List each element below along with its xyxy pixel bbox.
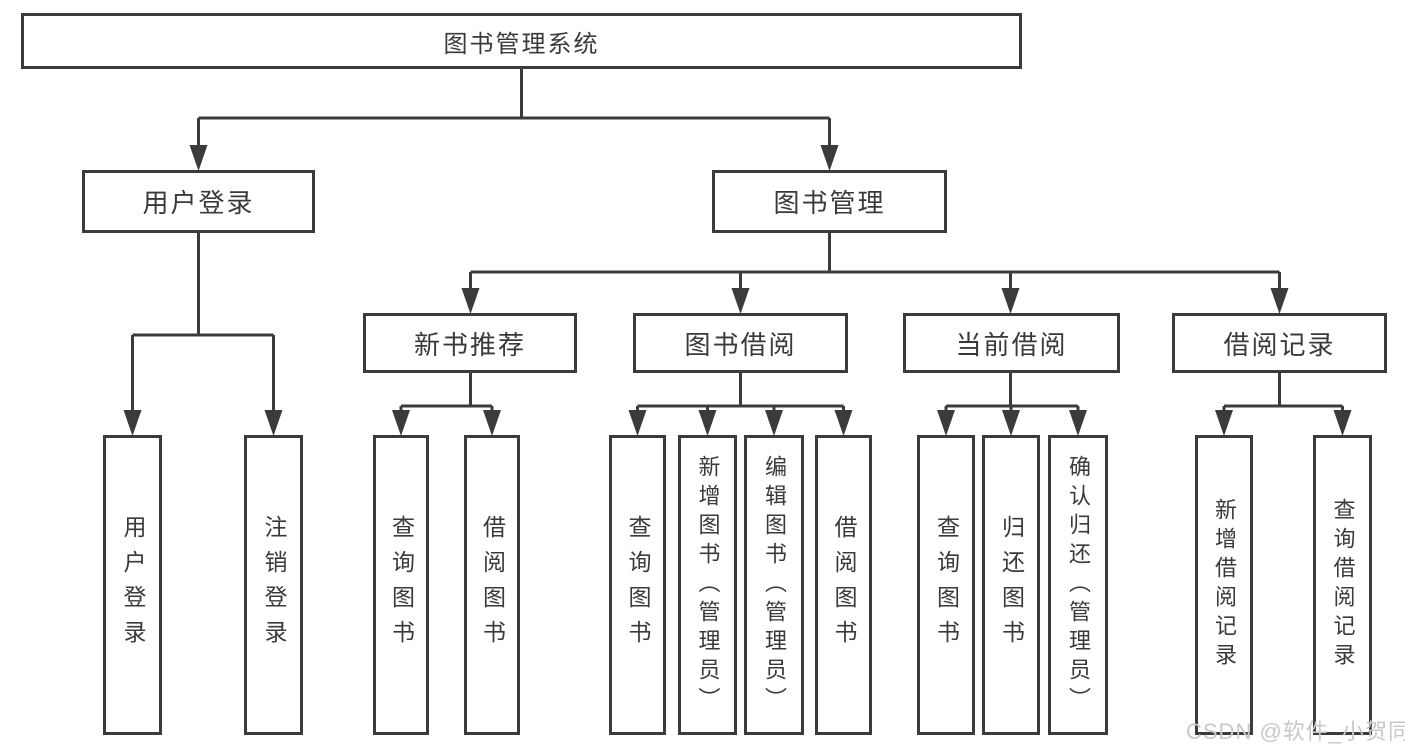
csdn-watermark: CSDN @软件_小贺同学 [1186,719,1405,744]
leaf-query-books-recommend: 查询图书 [373,435,429,735]
node-borrowing-records: 借阅记录 [1172,313,1387,373]
leaf-query-borrow-record: 查询借阅记录 [1313,435,1372,735]
leaf-borrow-books-recommend: 借阅图书 [464,435,520,735]
leaf-borrow-books-borrowing: 借阅图书 [815,435,872,735]
node-current-borrowing: 当前借阅 [903,313,1120,373]
node-book-management: 图书管理 [712,170,947,233]
leaf-confirm-return-admin: 确认归还（管理员） [1048,435,1108,735]
leaf-edit-books-admin: 编辑图书（管理员） [744,435,804,735]
leaf-add-books-admin: 新增图书（管理员） [678,435,737,735]
node-new-book-recommendation: 新书推荐 [363,313,577,373]
node-book-borrowing: 图书借阅 [633,313,848,373]
leaf-add-borrow-record: 新增借阅记录 [1195,435,1253,735]
leaf-return-books: 归还图书 [982,435,1040,735]
node-user-login: 用户登录 [82,170,315,233]
leaf-logout: 注销登录 [244,435,303,735]
leaf-query-books-current: 查询图书 [917,435,975,735]
leaf-query-books-borrowing: 查询图书 [609,435,666,735]
leaf-user-login: 用户登录 [103,435,162,735]
node-root: 图书管理系统 [21,13,1022,69]
